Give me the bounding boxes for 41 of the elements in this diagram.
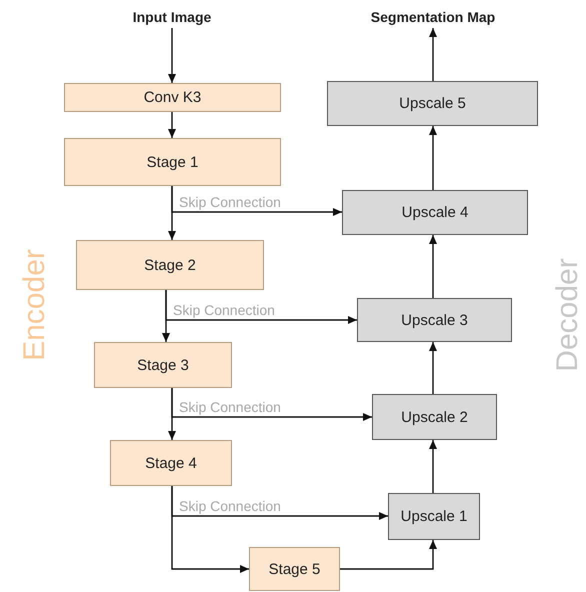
encoder-block: [249, 547, 340, 591]
block-label: Stage 1: [146, 154, 198, 170]
edge-label: Skip Connection: [178, 195, 282, 210]
arrow: [171, 388, 372, 421]
block-label: Stage 3: [137, 356, 189, 374]
encoder-block: [64, 138, 281, 186]
block-label: Upscale 1: [400, 508, 468, 525]
arrow: [340, 540, 437, 570]
arrow: [429, 342, 437, 394]
section-label: Encoder: [20, 249, 50, 361]
arrow: [429, 126, 437, 190]
decoder-block: [357, 298, 512, 342]
arrow: [429, 235, 437, 298]
io-label: Segmentation Map: [370, 9, 496, 25]
decoder-block: [327, 81, 538, 126]
decoder-block: [342, 190, 528, 235]
io-label: Input Image: [132, 9, 212, 25]
edge-label: Skip Connection: [172, 303, 276, 318]
block-label: Stage 4: [145, 454, 197, 472]
encoder-block: [76, 240, 264, 290]
edge-label: Skip Connection: [178, 499, 282, 514]
arrow: [171, 186, 342, 216]
arrow: [168, 28, 176, 83]
decoder-block: [372, 394, 497, 440]
block-label: Stage 2: [144, 256, 196, 274]
encoder-block: [110, 440, 232, 486]
arrow: [429, 28, 437, 81]
block-label: Upscale 3: [401, 312, 468, 328]
decoder-block: [388, 493, 480, 540]
edge-label: Skip Connection: [178, 400, 282, 415]
arrow: [171, 486, 388, 520]
encoder-block: [64, 83, 281, 112]
arrow: [429, 440, 437, 493]
block-label: Stage 5: [268, 560, 320, 578]
block-label: Conv K3: [144, 89, 202, 106]
arrow: [165, 290, 357, 324]
encoder-block: [94, 342, 232, 388]
block-label: Upscale 2: [401, 408, 468, 426]
block-label: Upscale 4: [402, 204, 468, 221]
block-label: Upscale 5: [399, 95, 466, 112]
arrow: [168, 112, 176, 138]
